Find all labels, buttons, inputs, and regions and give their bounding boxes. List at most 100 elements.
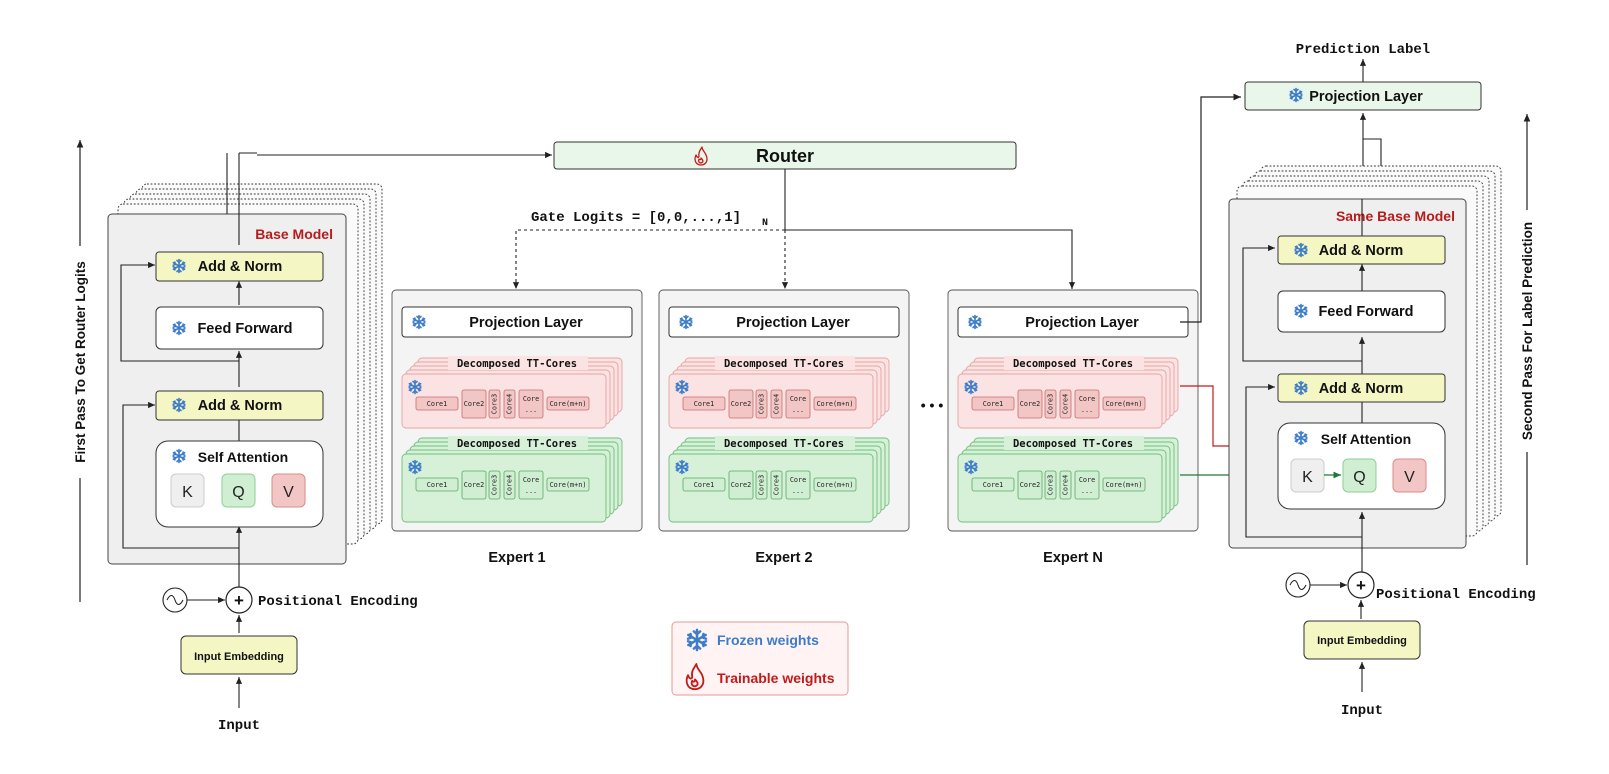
same-base-model-title: Same Base Model	[1336, 208, 1455, 224]
second-pass-label: Second Pass For Label Prediction	[1520, 222, 1535, 440]
router-connectors	[512, 169, 1076, 289]
right-projection-layer: Projection Layer	[1244, 81, 1482, 111]
right-residuals	[1242, 199, 1366, 573]
svg-text:Expert 2: Expert 2	[755, 550, 812, 566]
svg-text:Core3: Core3	[1047, 394, 1055, 414]
left-input-label: Input	[218, 718, 260, 734]
svg-text:Add & Norm: Add & Norm	[198, 259, 283, 275]
green-core-labels: Core1 Core2 Core3 Core4 Core ... Core(m+…	[427, 475, 587, 495]
svg-text:Core4: Core4	[506, 394, 514, 414]
svg-text:Positional Encoding: Positional Encoding	[258, 594, 418, 610]
svg-text:Decomposed TT-Cores: Decomposed TT-Cores	[724, 358, 844, 370]
experts-ellipsis: • • •	[921, 397, 944, 413]
svg-text:Projection Layer: Projection Layer	[469, 315, 583, 331]
svg-text:Core1: Core1	[694, 481, 714, 489]
svg-text:Core(m+n): Core(m+n)	[817, 481, 854, 489]
svg-text:Core4: Core4	[773, 475, 781, 495]
left-self-attention: Self Attention K Q V	[155, 440, 324, 528]
prediction-label: Prediction Label	[1296, 42, 1430, 58]
svg-text:Core(m+n): Core(m+n)	[817, 400, 854, 408]
green-core-row	[682, 470, 857, 500]
svg-text:Core4: Core4	[773, 394, 781, 414]
svg-text:Input Embedding: Input Embedding	[194, 651, 284, 663]
svg-text:Expert 1: Expert 1	[488, 550, 545, 566]
svg-text:Input Embedding: Input Embedding	[1317, 635, 1407, 647]
svg-text:Core2: Core2	[1020, 400, 1040, 408]
svg-text:Core1: Core1	[427, 481, 447, 489]
svg-text:Core: Core	[1079, 476, 1095, 484]
green-core-labels: Core1 Core2 Core3 Core4 Core ... Core(m+…	[694, 475, 854, 495]
base-model-title: Base Model	[255, 226, 333, 242]
svg-text:Feed Forward: Feed Forward	[197, 321, 292, 337]
svg-text:Core3: Core3	[1047, 475, 1055, 495]
svg-text:Expert N: Expert N	[1043, 550, 1103, 566]
expert-panel-1: Projection Layer Decomposed TT-Cores Cor…	[391, 289, 643, 566]
svg-text:...: ...	[1081, 487, 1093, 495]
left-side-arrow	[71, 140, 89, 602]
green-core-row	[415, 470, 590, 500]
svg-text:Positional Encoding: Positional Encoding	[1376, 587, 1536, 603]
value-label: V	[1404, 469, 1415, 486]
left-positional-encoding: + Positional Encoding	[162, 586, 418, 633]
key-label: K	[1302, 469, 1313, 486]
svg-text:Core: Core	[523, 395, 539, 403]
left-input-embedding: Input Embedding	[180, 635, 298, 708]
left-feed-forward: Feed Forward	[155, 306, 324, 350]
svg-text:...: ...	[792, 406, 804, 414]
svg-text:Core2: Core2	[731, 400, 751, 408]
gate-logits-label: Gate Logits = [0,0,...,1]	[531, 210, 741, 226]
svg-text:Core1: Core1	[694, 400, 714, 408]
svg-text:Core: Core	[790, 476, 806, 484]
svg-text:+: +	[234, 591, 244, 610]
red-core-row	[682, 389, 857, 419]
legend: Frozen weights Trainable weights	[671, 621, 849, 696]
svg-text:Core3: Core3	[491, 475, 499, 495]
svg-text:Decomposed TT-Cores: Decomposed TT-Cores	[457, 358, 577, 370]
svg-text:Core4: Core4	[1062, 475, 1070, 495]
svg-text:Core: Core	[523, 476, 539, 484]
right-side-arrow	[1518, 114, 1536, 565]
green-core-row	[971, 470, 1146, 500]
gate-logits-subscript: N	[762, 218, 768, 229]
svg-text:Core2: Core2	[464, 481, 484, 489]
red-core-labels: Core1 Core2 Core3 Core4 Core ... Core(m+…	[694, 394, 854, 414]
svg-text:Core1: Core1	[983, 400, 1003, 408]
svg-text:Projection Layer: Projection Layer	[1309, 89, 1423, 105]
left-add-norm-top: Add & Norm	[155, 251, 324, 282]
svg-text:Core: Core	[1079, 395, 1095, 403]
red-core-row	[415, 389, 590, 419]
svg-text:Core(m+n): Core(m+n)	[550, 481, 587, 489]
red-core-labels: Core1 Core2 Core3 Core4 Core ... Core(m+…	[983, 394, 1143, 414]
svg-text:...: ...	[792, 487, 804, 495]
value-label: V	[283, 484, 294, 501]
right-add-norm-top: Add & Norm	[1277, 235, 1446, 265]
query-label: Q	[1353, 469, 1365, 486]
svg-text:Feed Forward: Feed Forward	[1318, 304, 1413, 320]
svg-text:Add & Norm: Add & Norm	[1319, 381, 1404, 397]
svg-text:Core(m+n): Core(m+n)	[550, 400, 587, 408]
red-core-row	[971, 389, 1146, 419]
svg-text:Self Attention: Self Attention	[198, 449, 288, 465]
svg-text:+: +	[1356, 576, 1366, 595]
svg-text:...: ...	[525, 487, 537, 495]
svg-text:Core2: Core2	[1020, 481, 1040, 489]
svg-text:Core4: Core4	[1062, 394, 1070, 414]
key-label: K	[182, 484, 193, 501]
query-label: Q	[232, 484, 244, 501]
svg-text:Core3: Core3	[758, 475, 766, 495]
green-core-labels: Core1 Core2 Core3 Core4 Core ... Core(m+…	[983, 475, 1143, 495]
expert-panel-2: Projection Layer Decomposed TT-Cores Cor…	[658, 289, 910, 566]
svg-text:Core(m+n): Core(m+n)	[1106, 400, 1143, 408]
left-add-norm-bottom: Add & Norm	[155, 390, 324, 421]
svg-text:Core3: Core3	[491, 394, 499, 414]
svg-text:Core: Core	[790, 395, 806, 403]
first-pass-label: First Pass To Get Router Logits	[73, 261, 88, 463]
right-input-embedding: Input Embedding	[1303, 620, 1421, 692]
right-self-attention: Self Attention K Q V	[1277, 422, 1446, 510]
svg-text:...: ...	[1081, 406, 1093, 414]
svg-text:...: ...	[525, 406, 537, 414]
svg-text:Core1: Core1	[983, 481, 1003, 489]
red-core-labels: Core1 Core2 Core3 Core4 Core ... Core(m+…	[427, 394, 587, 414]
svg-text:Core2: Core2	[464, 400, 484, 408]
